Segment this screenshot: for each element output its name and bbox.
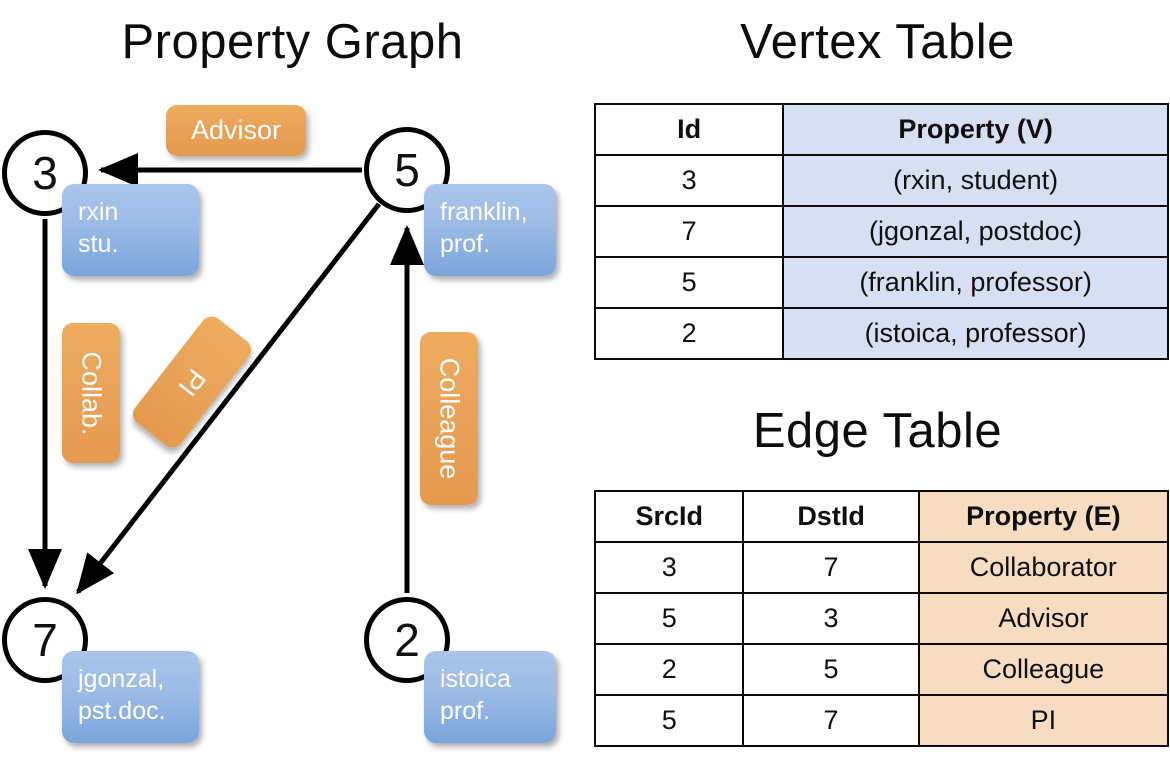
vertex-property-line-2: stu. (78, 230, 119, 258)
edge-5-to-7 (76, 202, 381, 595)
vertex-cell-property: (franklin, professor) (782, 256, 1169, 309)
page-title-property-graph: Property Graph (121, 15, 464, 69)
vertex-cell-id: 7 (593, 205, 785, 258)
vertex-table-header-row: Id Property (V) (593, 103, 1169, 156)
edge-cell-dstid: 3 (742, 592, 920, 645)
graph-node-2-label: 2 (394, 614, 420, 666)
vertex-property-line-1: rxin (78, 198, 119, 226)
table-row[interactable]: 2 5 Colleague (593, 643, 1170, 696)
edge-cell-srcid: 2 (593, 643, 745, 696)
edge-cell-srcid: 5 (593, 694, 745, 747)
edge-table-header-property: Property (E) (917, 490, 1170, 543)
vertex-property-box-jgonzal: jgonzal, pst.doc. (62, 651, 199, 743)
edge-label-colleague: Colleague (420, 332, 478, 505)
vertex-property-line-2: prof. (440, 230, 491, 258)
graph-node-5-label: 5 (394, 144, 420, 196)
edge-label-advisor-text: Advisor (190, 115, 282, 145)
graph-node-3-label: 3 (32, 147, 58, 199)
vertex-cell-id: 3 (593, 154, 785, 207)
edge-label-colleague-text: Colleague (434, 357, 465, 480)
vertex-cell-property: (jgonzal, postdoc) (782, 205, 1169, 258)
page-title-vertex-table: Vertex Table (740, 15, 1015, 69)
vertex-cell-property: (rxin, student) (782, 154, 1169, 207)
graph-edge-lines (28, 153, 424, 595)
edge-cell-dstid: 5 (742, 643, 920, 696)
vertex-property-line-1: franklin, (440, 198, 528, 226)
edge-cell-srcid: 3 (593, 541, 745, 594)
edge-cell-srcid: 5 (593, 592, 745, 645)
vertex-property-line-1: istoica (440, 665, 511, 693)
vertex-table: Id Property (V) 3 (rxin, student) 7 (jgo… (593, 103, 1169, 360)
edge-cell-property: PI (917, 694, 1170, 747)
property-graph-diagram: 3 5 7 2 rxin stu. franklin, prof. jgonza… (2, 105, 556, 743)
vertex-property-line-2: pst.doc. (78, 697, 166, 725)
page-title-edge-table: Edge Table (752, 404, 1003, 458)
edge-label-pi-text: PI (172, 363, 213, 402)
graph-node-2[interactable]: 2 (364, 597, 450, 683)
edge-table-header-srcid: SrcId (593, 490, 745, 543)
vertex-cell-property: (istoica, professor) (782, 307, 1169, 360)
vertex-cell-id: 2 (593, 307, 785, 360)
vertex-cell-id: 5 (593, 256, 785, 309)
vertex-property-line-2: prof. (440, 697, 491, 725)
graph-node-7-label: 7 (32, 614, 58, 666)
table-row[interactable]: 5 7 PI (593, 694, 1170, 747)
edge-cell-property: Advisor (917, 592, 1170, 645)
graph-node-5[interactable]: 5 (364, 127, 450, 213)
vertex-property-box-rxin: rxin stu. (62, 184, 199, 276)
vertex-table-header-id: Id (593, 103, 785, 156)
table-row[interactable]: 3 7 Collaborator (593, 541, 1170, 594)
vertex-table-header-property: Property (V) (782, 103, 1169, 156)
vertex-property-line-1: jgonzal, (78, 665, 165, 693)
edge-table: SrcId DstId Property (E) 3 7 Collaborato… (593, 490, 1170, 747)
table-row[interactable]: 7 (jgonzal, postdoc) (593, 205, 1169, 258)
edge-label-advisor: Advisor (166, 105, 306, 156)
table-row[interactable]: 2 (istoica, professor) (593, 307, 1169, 360)
vertex-property-box-istoica: istoica prof. (424, 651, 556, 743)
edge-table-header-row: SrcId DstId Property (E) (593, 490, 1170, 543)
edge-label-collab: Collab. (62, 323, 120, 463)
vertex-property-box-franklin: franklin, prof. (424, 184, 556, 276)
edge-label-collab-text: Collab. (76, 350, 107, 436)
table-row[interactable]: 5 3 Advisor (593, 592, 1170, 645)
table-row[interactable]: 3 (rxin, student) (593, 154, 1169, 207)
table-row[interactable]: 5 (franklin, professor) (593, 256, 1169, 309)
edge-table-header-dstid: DstId (742, 490, 920, 543)
edge-cell-property: Colleague (917, 643, 1170, 696)
edge-cell-property: Collaborator (917, 541, 1170, 594)
edge-cell-dstid: 7 (742, 541, 920, 594)
edge-cell-dstid: 7 (742, 694, 920, 747)
